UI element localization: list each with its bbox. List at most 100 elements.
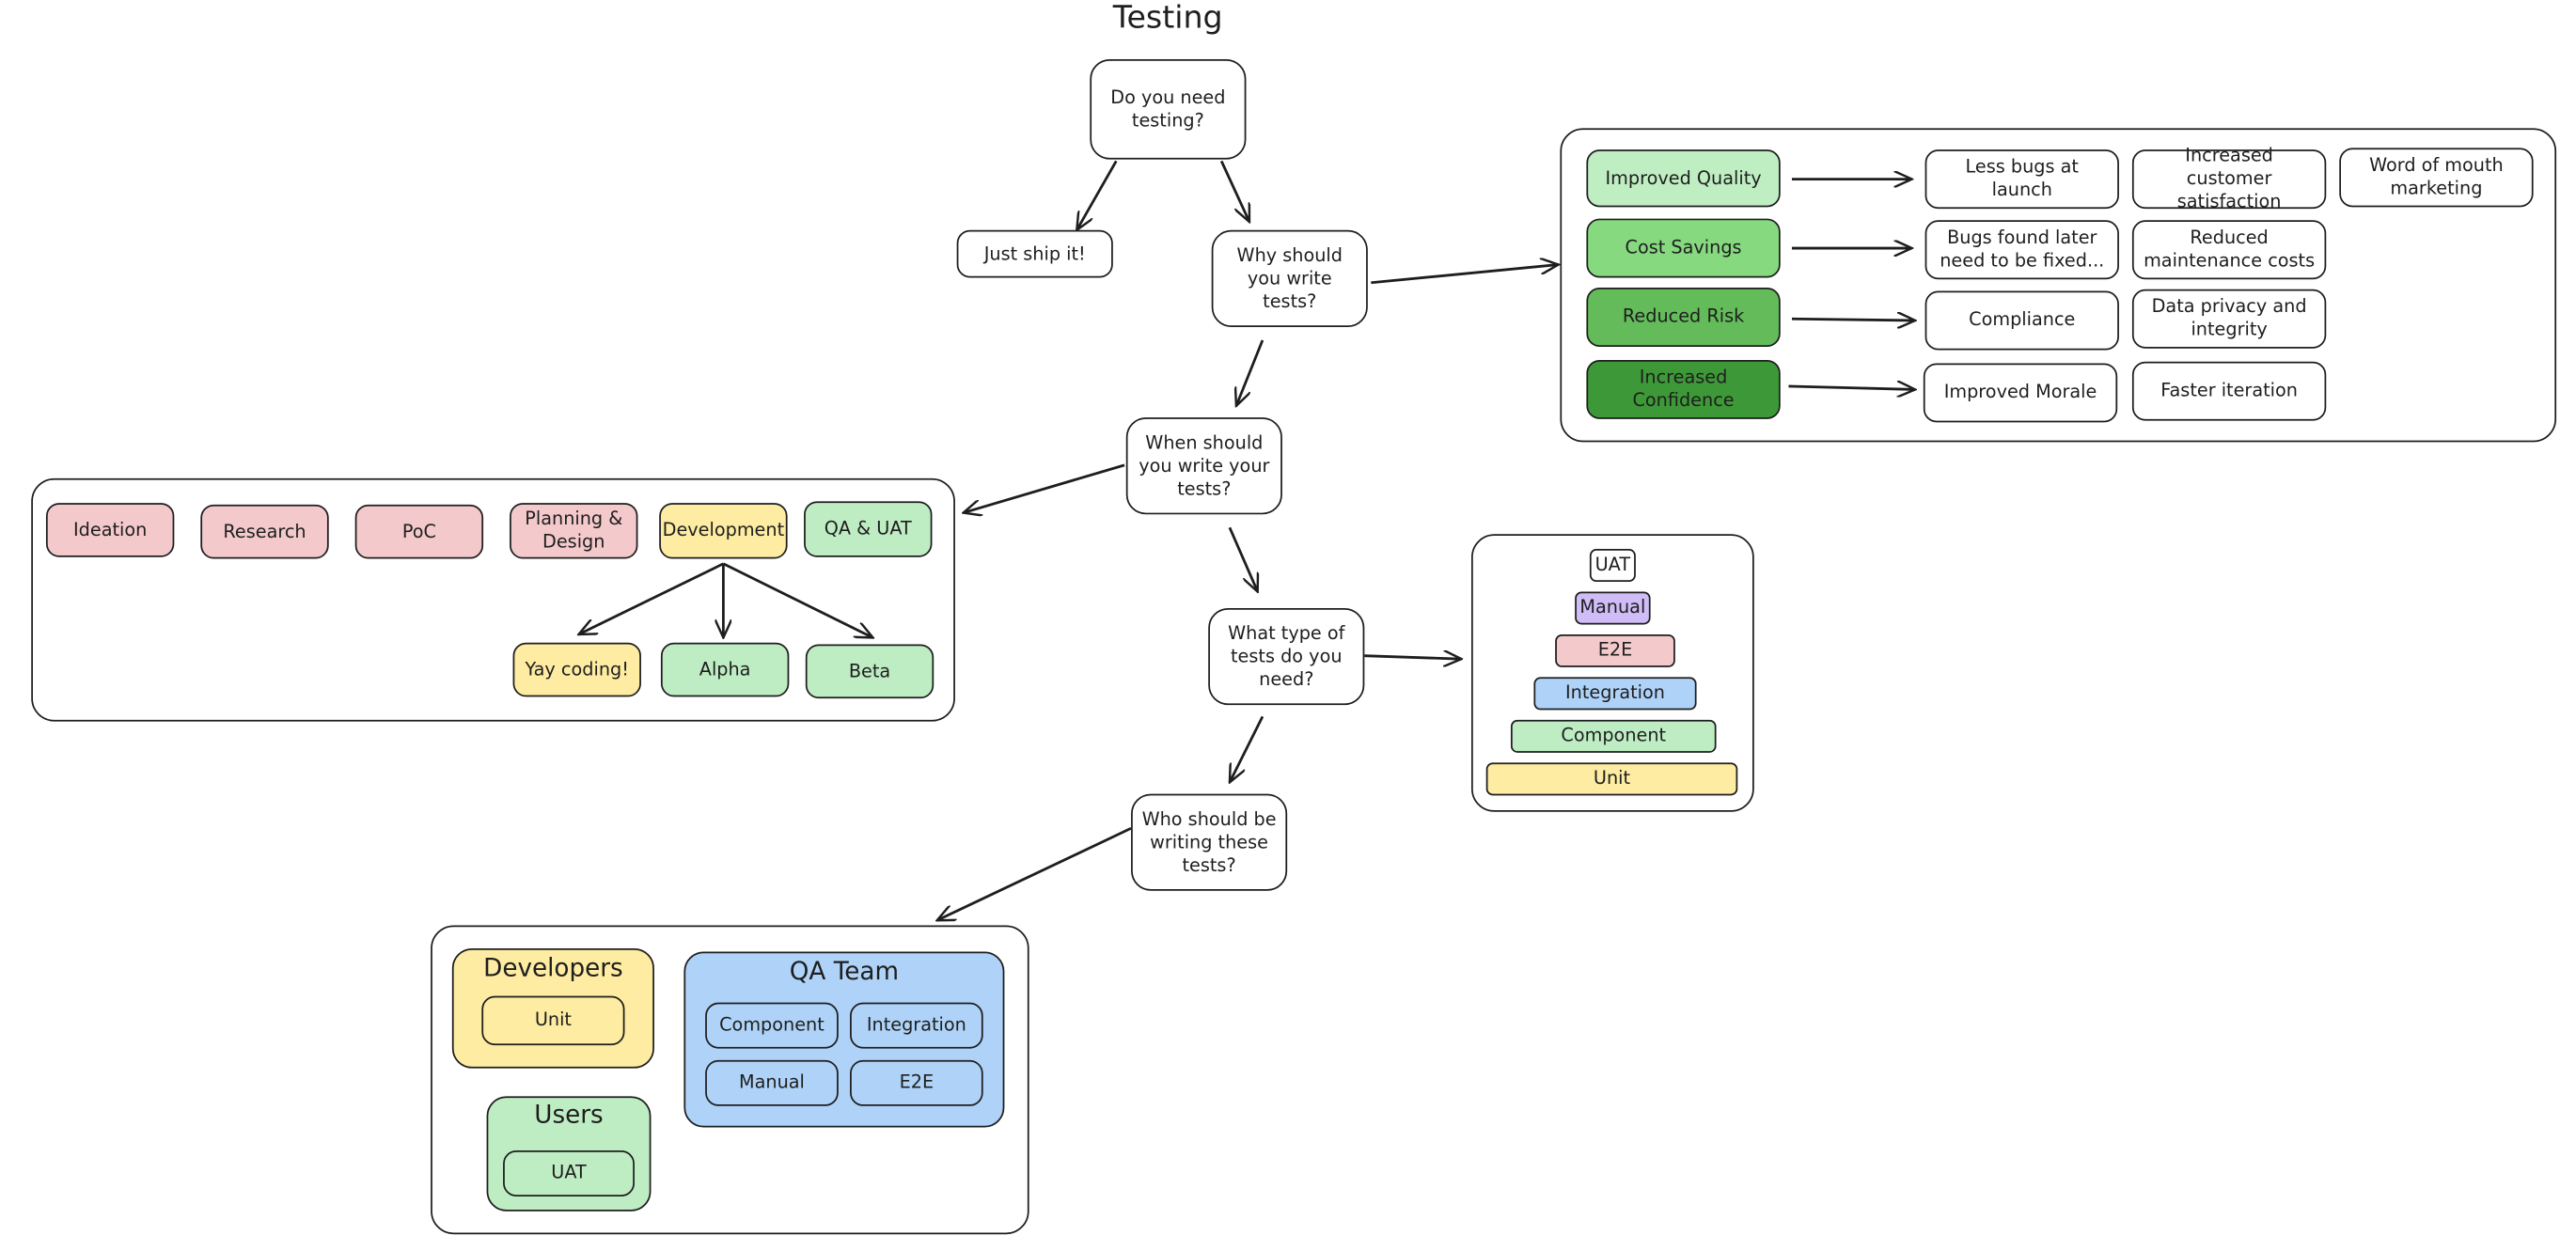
benefit-improved-quality: Improved Quality xyxy=(1586,149,1781,208)
effect-compliance: Compliance xyxy=(1924,290,2119,351)
pyramid-manual: Manual xyxy=(1575,591,1651,625)
effect-bugs-found-later: Bugs found later need to be fixed... xyxy=(1924,220,2119,280)
phase-research: Research xyxy=(200,504,329,559)
arrow-who-to-teams xyxy=(937,827,1132,920)
type-node: What type of tests do you need? xyxy=(1208,607,1365,706)
type-label: What type of tests do you need? xyxy=(1228,621,1345,690)
phases-group xyxy=(31,477,955,722)
benefits-group xyxy=(1560,128,2557,443)
phase-label: PoC xyxy=(401,520,436,542)
pyramid-label: Component xyxy=(1561,725,1667,746)
phase-poc: PoC xyxy=(354,504,484,559)
phase-label: Ideation xyxy=(72,518,148,540)
arrow-dev-to-beta xyxy=(722,562,872,638)
effect-label: Bugs found later need to be fixed... xyxy=(1940,227,2105,272)
arrow-confidence-to-effect xyxy=(1788,386,1915,389)
arrow-need-to-ship xyxy=(1076,160,1118,229)
team-test-label: E2E xyxy=(899,1071,935,1093)
phase-planning-design: Planning & Design xyxy=(510,503,638,559)
pyramid-label: Unit xyxy=(1593,767,1631,790)
effect-word-of-mouth: Word of mouth marketing xyxy=(2339,148,2534,208)
why-label: Why should you write tests? xyxy=(1236,243,1343,312)
team-users-title: Users xyxy=(534,1099,604,1130)
effect-label: Compliance xyxy=(1969,308,2076,331)
phase-ideation: Ideation xyxy=(45,503,175,557)
team-test-label: Manual xyxy=(738,1071,805,1093)
team-users: Users UAT xyxy=(486,1096,652,1212)
qa-test-e2e: E2E xyxy=(850,1059,983,1106)
effect-label: Data privacy and integrity xyxy=(2151,295,2307,340)
why-node: Why should you write tests? xyxy=(1211,229,1368,327)
pyramid-group xyxy=(1470,534,1754,812)
benefit-reduced-risk: Reduced Risk xyxy=(1586,288,1781,347)
team-developers-title: Developers xyxy=(483,953,623,983)
teams-group xyxy=(431,925,1029,1235)
benefit-cost-savings: Cost Savings xyxy=(1586,218,1781,278)
pyramid-e2e: E2E xyxy=(1555,633,1675,667)
team-qa: QA Team Component Integration Manual E2E xyxy=(683,951,1005,1128)
users-test-uat: UAT xyxy=(503,1150,635,1196)
pyramid-label: E2E xyxy=(1597,639,1633,661)
branch-alpha: Alpha xyxy=(660,642,790,697)
diagram-title: Testing xyxy=(1112,0,1223,37)
team-qa-title: QA Team xyxy=(789,956,900,987)
when-label: When should you write your tests? xyxy=(1139,431,1270,499)
benefit-label: Increased Confidence xyxy=(1632,366,1735,412)
team-test-label: UAT xyxy=(551,1162,587,1183)
pyramid-label: Manual xyxy=(1579,596,1646,618)
phase-label: Planning & Design xyxy=(525,508,623,553)
phase-qa-uat: QA & UAT xyxy=(804,501,933,557)
phase-development: Development xyxy=(659,503,788,559)
developers-test-unit: Unit xyxy=(481,995,625,1046)
arrow-risk-to-effect xyxy=(1791,319,1915,321)
effect-reduced-maintenance: Reduced maintenance costs xyxy=(2131,220,2327,280)
arrow-why-to-when xyxy=(1236,339,1264,406)
effect-data-privacy: Data privacy and integrity xyxy=(2131,289,2327,349)
pyramid-integration: Integration xyxy=(1533,677,1697,711)
benefit-label: Improved Quality xyxy=(1605,166,1762,189)
effect-label: Improved Morale xyxy=(1943,381,2097,403)
effect-label: Increased customer satisfaction xyxy=(2176,144,2282,212)
phase-label: Research xyxy=(223,520,306,542)
need-testing-node: Do you need testing? xyxy=(1090,58,1247,160)
branch-label: Yay coding! xyxy=(525,658,629,680)
effect-customer-satisfaction: Increased customer satisfaction xyxy=(2131,145,2327,212)
arrow-why-to-benefits xyxy=(1371,265,1558,285)
qa-test-manual: Manual xyxy=(705,1059,839,1106)
who-node: Who should be writing these tests? xyxy=(1131,793,1288,891)
branch-yay-coding: Yay coding! xyxy=(512,642,641,697)
effect-less-bugs: Less bugs at launch xyxy=(1924,149,2119,210)
pyramid-label: UAT xyxy=(1594,554,1631,576)
effect-faster-iteration: Faster iteration xyxy=(2131,361,2327,421)
pyramid-component: Component xyxy=(1510,719,1717,753)
effect-label: Less bugs at launch xyxy=(1965,156,2079,201)
effect-label: Reduced maintenance costs xyxy=(2144,227,2316,272)
arrow-when-to-phases xyxy=(964,463,1125,513)
pyramid-label: Integration xyxy=(1564,681,1666,704)
arrow-when-to-type xyxy=(1228,526,1258,591)
benefit-increased-confidence: Increased Confidence xyxy=(1586,359,1781,419)
branch-label: Beta xyxy=(848,660,891,681)
phase-label: QA & UAT xyxy=(824,517,912,539)
team-developers: Developers Unit xyxy=(451,947,654,1069)
when-node: When should you write your tests? xyxy=(1125,417,1282,515)
team-test-label: Integration xyxy=(866,1013,966,1036)
pyramid-unit: Unit xyxy=(1485,762,1738,796)
benefit-label: Cost Savings xyxy=(1625,236,1742,258)
who-label: Who should be writing these tests? xyxy=(1141,807,1277,876)
arrow-need-to-why xyxy=(1219,160,1251,222)
phase-label: Development xyxy=(662,519,785,541)
effect-label: Faster iteration xyxy=(2160,379,2298,401)
effect-label: Word of mouth marketing xyxy=(2369,154,2504,199)
qa-test-integration: Integration xyxy=(850,1002,983,1049)
arrow-type-to-pyramid xyxy=(1364,656,1461,659)
qa-test-component: Component xyxy=(705,1002,839,1049)
team-test-label: Component xyxy=(719,1013,825,1036)
effect-improved-morale: Improved Morale xyxy=(1923,363,2118,423)
arrow-type-to-who xyxy=(1230,715,1264,782)
branch-label: Alpha xyxy=(699,658,751,680)
just-ship-label: Just ship it! xyxy=(983,242,1086,264)
need-testing-label: Do you need testing? xyxy=(1110,86,1226,132)
